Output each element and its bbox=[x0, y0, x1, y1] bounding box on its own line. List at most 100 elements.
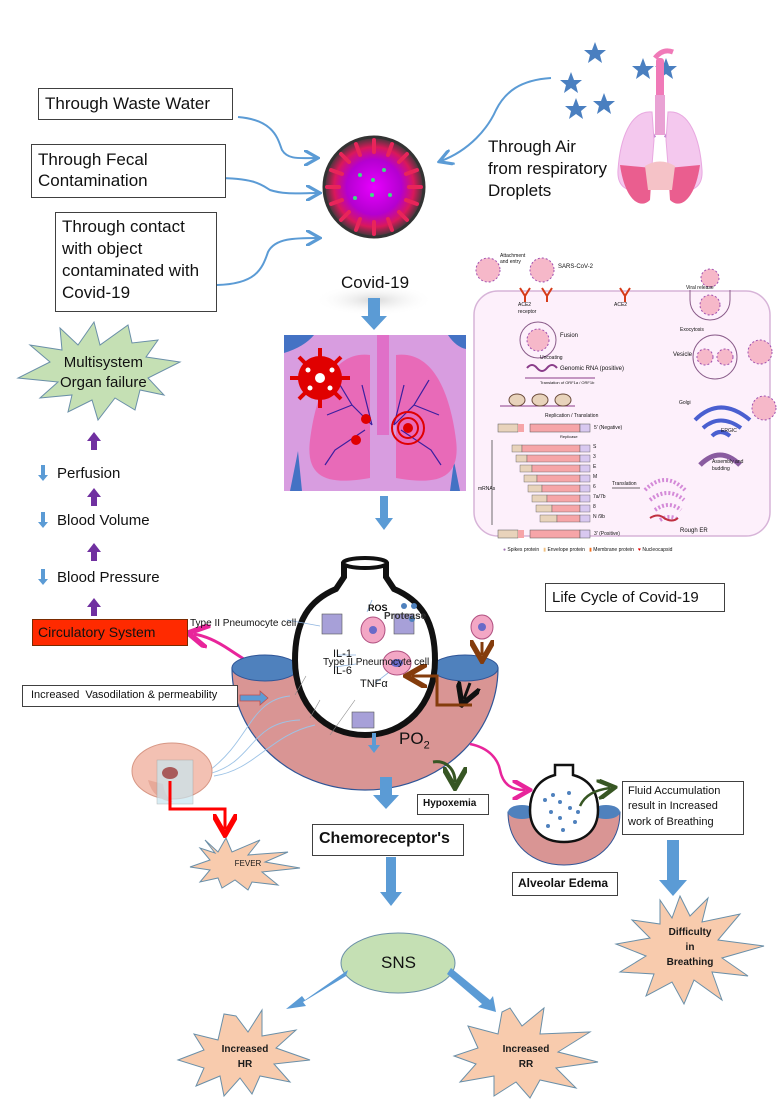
life-cycle-caption-box: Life Cycle of Covid-19 bbox=[545, 583, 725, 612]
air-label-1: Through Air bbox=[488, 137, 576, 156]
gene-label: 3 bbox=[593, 454, 596, 460]
gene-label: S bbox=[593, 444, 597, 450]
waste-water-arrow bbox=[237, 116, 316, 158]
lc-uncoating: Uncoating bbox=[540, 355, 563, 361]
sns-to-rr-arrow bbox=[447, 968, 496, 1012]
gene-label: N /9b bbox=[593, 514, 605, 520]
genome-bars bbox=[497, 423, 591, 539]
lc-fusion: Fusion bbox=[560, 333, 579, 339]
il6-label: IL-6 bbox=[333, 665, 352, 677]
lc-legend: ● Spikes protein ▮ Envelope protein ▮ Me… bbox=[503, 547, 673, 553]
hypoxemia-arrow bbox=[432, 760, 455, 782]
organ-failure-line-1: Multisystem bbox=[63, 354, 143, 371]
sns-ellipse bbox=[340, 932, 456, 994]
lc-assembly-1: Assembly and bbox=[712, 459, 744, 465]
mrna-bar-body bbox=[526, 454, 581, 463]
mrna-bar-body bbox=[541, 484, 581, 493]
alveolar-edema-illustration bbox=[507, 763, 621, 866]
air-label-2: from respiratory bbox=[488, 159, 608, 179]
lc-vesicle: Vesicle bbox=[673, 352, 693, 358]
blood-volume-label: Blood Volume bbox=[57, 512, 150, 529]
increased-rr-label: Increased RR bbox=[496, 1042, 556, 1072]
lc-ace2-2: receptor bbox=[518, 308, 537, 315]
mrna-bar-body bbox=[551, 504, 581, 513]
droplet-stars bbox=[560, 42, 677, 119]
fluid-line-1: Fluid Accumulation bbox=[628, 785, 721, 797]
lc-golgi: Golgi bbox=[679, 400, 691, 406]
type2-pneumocyte-label: Type II Pneumocyte cell bbox=[190, 618, 297, 629]
lc-translation: Translation bbox=[612, 481, 637, 487]
infected-lungs-illustration bbox=[284, 335, 466, 491]
lc-assembly: Assembly and budding bbox=[712, 459, 743, 472]
lc-negative: 5' (Negative) bbox=[594, 425, 623, 431]
po2-label: PO2 bbox=[399, 729, 430, 751]
covid-virus-image bbox=[322, 135, 426, 239]
lc-assembly-2: budding bbox=[712, 465, 730, 472]
fluid-accumulation-box: Fluid Accumulation result in Increased w… bbox=[622, 781, 744, 835]
mrna-bar-tail bbox=[579, 504, 591, 513]
fecal-label-1: Through Fecal bbox=[38, 150, 148, 169]
contact-arrow bbox=[216, 238, 318, 286]
lc-translation-orf: Translation of ORF1a / ORF1b bbox=[540, 380, 595, 385]
difficulty-line-3: Breathing bbox=[666, 957, 714, 968]
po2-to-chemoreceptor-arrow bbox=[373, 777, 399, 809]
mrna-bar-leader bbox=[535, 504, 553, 513]
gene-label: 6 bbox=[593, 484, 596, 490]
increased-rr-burst bbox=[452, 1006, 599, 1099]
waste-water-box: Through Waste Water bbox=[38, 88, 233, 120]
rr-line-1: Increased bbox=[502, 1044, 550, 1055]
mrna-bar-leader bbox=[519, 464, 533, 473]
mrna-bar-leader bbox=[539, 514, 558, 523]
circulatory-system-label: Circulatory System bbox=[38, 624, 156, 640]
lungs-to-alveolus-arrow bbox=[375, 496, 393, 530]
gene-label: E bbox=[593, 464, 597, 470]
fever-burst bbox=[189, 836, 301, 891]
alveolus-illustration bbox=[231, 556, 499, 791]
lc-legend-nucleocapsid: Nucleocapsid bbox=[642, 547, 673, 553]
contact-label-1: Through contact bbox=[62, 217, 185, 236]
lc-ace2-1: ACE2 bbox=[518, 302, 532, 308]
organ-failure-label: Multisystem Organ failure bbox=[60, 353, 147, 392]
fluid-to-difficulty-arrow bbox=[659, 840, 687, 896]
lc-attachment-1: Attachment bbox=[500, 253, 526, 259]
mrna-bar-body bbox=[546, 494, 581, 503]
fever-label: FEVER bbox=[234, 859, 262, 868]
decrease-arrows bbox=[38, 465, 48, 585]
air-arrow bbox=[441, 77, 552, 161]
waste-water-label: Through Waste Water bbox=[45, 94, 211, 113]
contact-label-2: with object bbox=[62, 239, 143, 259]
po2-text: PO bbox=[399, 729, 424, 748]
alveolar-edema-label: Alveolar Edema bbox=[518, 876, 609, 890]
ros-label: ROS bbox=[368, 603, 388, 613]
type2-inner-label: Type II Pneumocyte cell bbox=[323, 657, 430, 668]
fever-arrow bbox=[168, 781, 225, 829]
virus-icon-large bbox=[290, 348, 350, 408]
lc-positive: 3' (Positive) bbox=[594, 531, 620, 537]
increased-hr-label: Increased HR bbox=[215, 1042, 275, 1072]
gene-label: 8 bbox=[593, 504, 596, 510]
vasodilation-arrow bbox=[239, 690, 269, 706]
virus-label: Covid-19 bbox=[341, 273, 410, 292]
protease-label: Protease bbox=[384, 611, 427, 622]
perfusion-label: Perfusion bbox=[57, 465, 121, 482]
lc-rough-er: Rough ER bbox=[680, 528, 708, 534]
mrna-bar-tail bbox=[579, 464, 591, 473]
contact-label-4: Covid-19 bbox=[62, 283, 131, 303]
mrna-bar-body bbox=[556, 514, 581, 523]
lc-replication: Replication / Translation bbox=[545, 413, 599, 419]
tnf-label: TNFα bbox=[360, 678, 388, 690]
lc-legend-spikes: Spikes protein bbox=[507, 547, 540, 553]
mrna-bar-leader bbox=[515, 454, 528, 463]
life-cycle-caption: Life Cycle of Covid-19 bbox=[552, 589, 699, 606]
difficulty-label: Difficulty in Breathing bbox=[655, 925, 725, 970]
lc-exocytosis: Exocytosis bbox=[680, 327, 704, 333]
mrna-bar-tail bbox=[579, 444, 591, 453]
lc-attachment-2: and entry bbox=[500, 259, 521, 265]
po2-subscript: 2 bbox=[423, 739, 430, 752]
blood-pressure-label: Blood Pressure bbox=[57, 569, 160, 586]
lc-sars: SARS-CoV-2 bbox=[558, 264, 594, 270]
lc-replicase: Replicase bbox=[560, 434, 578, 439]
difficulty-burst bbox=[614, 894, 765, 1006]
lc-mrnas: mRNAs bbox=[478, 486, 496, 492]
lc-ace2-receptor: ACE2 receptor bbox=[518, 302, 536, 315]
